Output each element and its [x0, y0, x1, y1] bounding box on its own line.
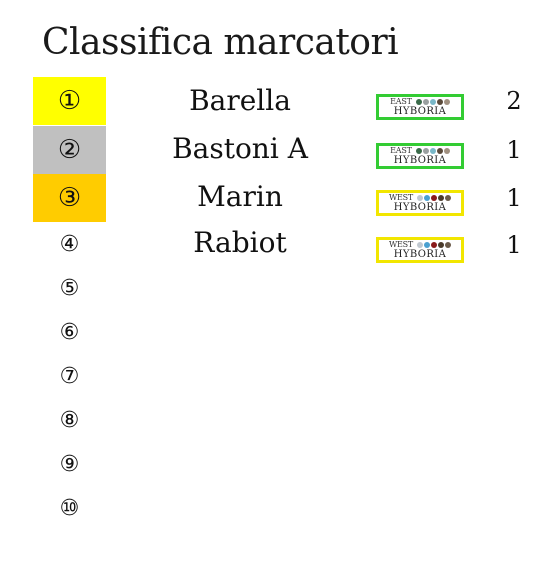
team-logo-dots-icon — [415, 147, 450, 154]
team-logo-top-text: WEST — [388, 192, 414, 202]
team-logo-top-text: EAST — [390, 96, 412, 106]
team-logo-dots-icon — [417, 241, 452, 248]
goals-count-1: 2 — [506, 87, 522, 115]
rank-badge-6: ⑥ — [59, 319, 80, 345]
rank-badge-3: ③ — [33, 174, 106, 222]
goals-count-2: 1 — [506, 136, 522, 164]
team-logo-top-text: WEST — [388, 239, 414, 249]
player-name-1: Barella — [189, 84, 291, 117]
goals-count-3: 1 — [506, 184, 522, 212]
player-name-4: Rabiot — [193, 226, 287, 259]
team-logo-2: EAST HYBORIA — [376, 143, 464, 169]
team-logo-top-text: EAST — [390, 145, 412, 155]
rank-badge-5: ⑤ — [59, 275, 80, 301]
player-name-3: Marin — [197, 180, 283, 213]
team-logo-3: WEST HYBORIA — [376, 190, 464, 216]
rank-badge-7: ⑦ — [59, 363, 80, 389]
rank-badge-4: ④ — [59, 231, 80, 257]
team-logo-bottom-text: HYBORIA — [393, 201, 447, 213]
team-logo-bottom-text: HYBORIA — [393, 248, 447, 260]
rank-badge-10: ⑩ — [59, 495, 80, 521]
goals-count-4: 1 — [506, 231, 522, 259]
player-name-2: Bastoni A — [172, 132, 308, 165]
team-logo-dots-icon — [417, 194, 452, 201]
team-logo-dots-icon — [415, 98, 450, 105]
team-logo-bottom-text: HYBORIA — [393, 154, 447, 166]
rank-badge-8: ⑧ — [59, 407, 80, 433]
rank-badge-2: ② — [33, 126, 106, 174]
team-logo-4: WEST HYBORIA — [376, 237, 464, 263]
rank-badge-9: ⑨ — [59, 451, 80, 477]
team-logo-bottom-text: HYBORIA — [393, 105, 447, 117]
page-title: Classifica marcatori — [42, 22, 399, 63]
team-logo-1: EAST HYBORIA — [376, 94, 464, 120]
rank-badge-1: ① — [33, 77, 106, 125]
